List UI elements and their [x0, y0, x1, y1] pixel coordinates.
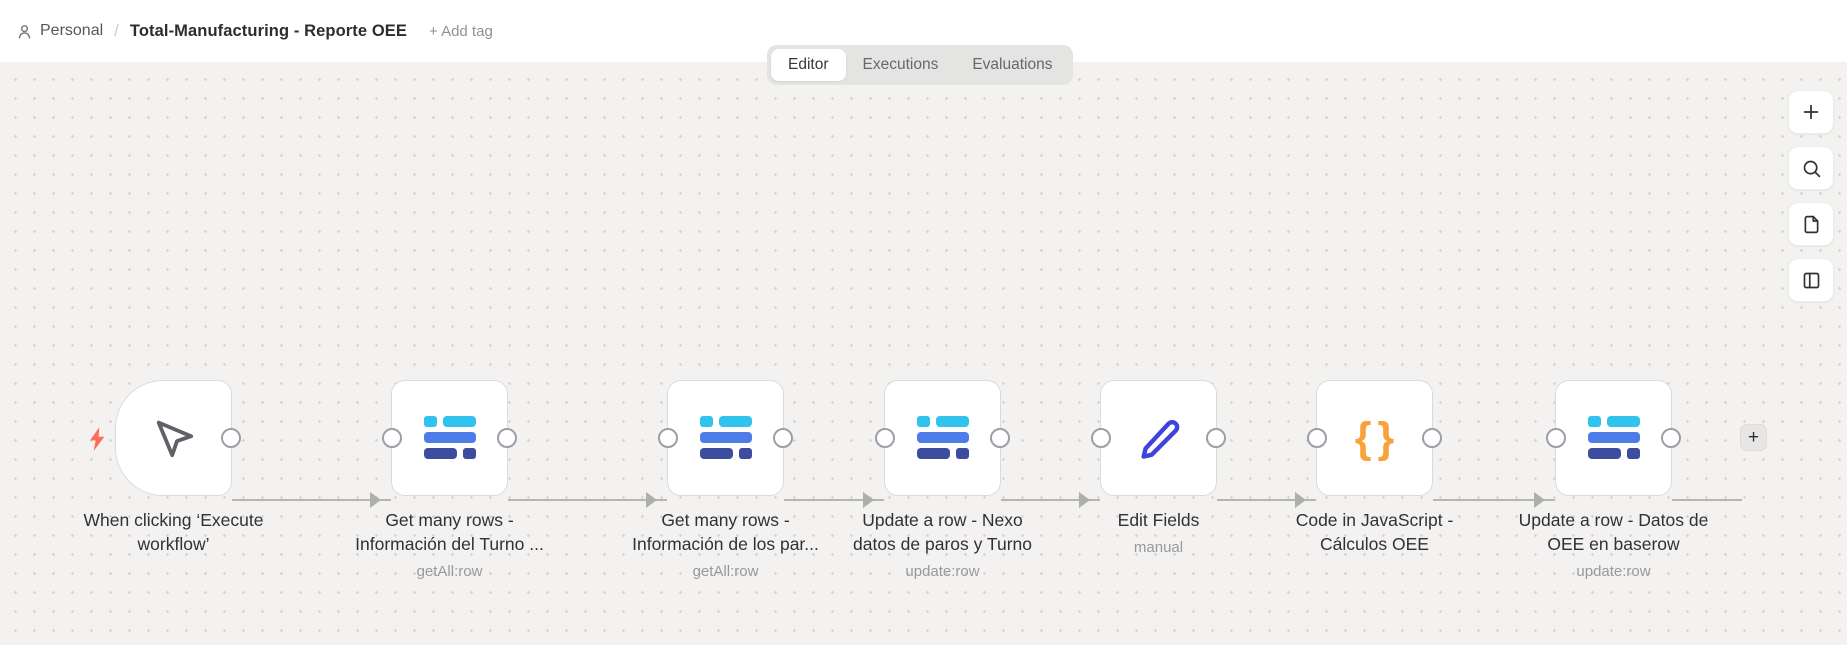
node-operation: getAll:row	[692, 563, 759, 580]
baserow-table-icon	[916, 416, 969, 460]
connection-line[interactable]	[1672, 499, 1742, 501]
node-operation: update:row	[905, 563, 980, 580]
node-baserow-get-rows-2[interactable]: Get many rows - Información de los par..…	[632, 380, 819, 580]
input-port[interactable]	[1091, 428, 1111, 448]
output-port[interactable]	[773, 428, 793, 448]
node-label: Code in JavaScript - Cálculos OEE	[1295, 510, 1454, 554]
node-code-javascript[interactable]: {} Code in JavaScript - Cálculos OEE	[1296, 380, 1453, 554]
breadcrumb-separator: /	[114, 21, 119, 40]
connection-line[interactable]	[1001, 499, 1100, 501]
workflow-canvas[interactable]: When clicking ‘Execute workflow’ Get man…	[0, 62, 1847, 645]
sticky-note-icon	[1801, 214, 1822, 235]
node-label: Edit Fields manual	[1009, 508, 1309, 560]
node-label: Update a row - Nexo datos de paros y Tur…	[793, 508, 1093, 584]
node-operation: manual	[1133, 539, 1184, 556]
node-box[interactable]: {}	[1307, 380, 1442, 496]
node-manual-trigger[interactable]: When clicking ‘Execute workflow’	[84, 380, 263, 554]
search-icon	[1801, 158, 1822, 179]
output-port[interactable]	[221, 428, 241, 448]
output-port[interactable]	[1206, 428, 1226, 448]
plus-icon	[1800, 101, 1822, 123]
connection-line[interactable]	[784, 499, 884, 501]
output-port[interactable]	[1661, 428, 1681, 448]
output-port[interactable]	[1422, 428, 1442, 448]
baserow-table-icon	[1587, 416, 1640, 460]
add-tag-button[interactable]: + Add tag	[428, 22, 493, 40]
workflow-title[interactable]: Total-Manufacturing - Reporte OEE	[129, 21, 407, 40]
node-label: Get many rows - Información del Turno ..…	[300, 508, 600, 584]
connection-arrowhead	[370, 492, 381, 508]
connection-arrowhead	[646, 492, 657, 508]
input-port[interactable]	[1307, 428, 1327, 448]
node-operation: getAll:row	[416, 563, 483, 580]
node-box[interactable]	[115, 380, 241, 496]
node-operation: update:row	[1576, 563, 1651, 580]
node-baserow-get-rows-1[interactable]: Get many rows - Información del Turno ..…	[355, 380, 544, 580]
add-node-button[interactable]: +	[1740, 424, 1767, 451]
tab-evaluations[interactable]: Evaluations	[972, 56, 1053, 73]
connection-arrowhead	[1079, 492, 1090, 508]
code-braces-icon: {}	[1354, 413, 1401, 462]
pencil-icon	[1136, 415, 1182, 461]
connection-arrowhead	[1295, 492, 1306, 508]
connection-arrowhead	[863, 492, 874, 508]
search-toolbar-button[interactable]	[1788, 146, 1834, 190]
node-box[interactable]	[658, 380, 793, 496]
breadcrumb: Personal / Total-Manufacturing - Reporte…	[16, 0, 493, 62]
baserow-table-icon	[423, 416, 476, 460]
connection-line[interactable]	[508, 499, 667, 501]
output-port[interactable]	[990, 428, 1010, 448]
panel-toggle-toolbar-button[interactable]	[1788, 258, 1834, 302]
input-port[interactable]	[875, 428, 895, 448]
tab-executions[interactable]: Executions	[862, 56, 939, 73]
node-box[interactable]	[1546, 380, 1681, 496]
connection-arrowhead	[1534, 492, 1545, 508]
mouse-pointer-icon	[151, 415, 197, 461]
output-port[interactable]	[497, 428, 517, 448]
add-node-toolbar-button[interactable]	[1788, 90, 1834, 134]
node-label: Get many rows - Información de los par..…	[576, 508, 876, 584]
tab-editor[interactable]: Editor	[771, 49, 846, 81]
connection-line[interactable]	[1217, 499, 1316, 501]
connection-line[interactable]	[232, 499, 391, 501]
node-baserow-update-row-1[interactable]: Update a row - Nexo datos de paros y Tur…	[853, 380, 1032, 580]
sticky-note-toolbar-button[interactable]	[1788, 202, 1834, 246]
node-label: Update a row - Datos de OEE en baserow u…	[1464, 508, 1764, 584]
node-box[interactable]	[1091, 380, 1226, 496]
node-edit-fields[interactable]: Edit Fields manual	[1091, 380, 1226, 556]
execute-trigger-bolt-icon	[86, 426, 108, 457]
node-label: When clicking ‘Execute workflow’	[83, 510, 264, 554]
input-port[interactable]	[658, 428, 678, 448]
canvas-side-toolbar	[1788, 90, 1834, 302]
input-port[interactable]	[382, 428, 402, 448]
input-port[interactable]	[1546, 428, 1566, 448]
person-icon	[16, 23, 33, 40]
connection-line[interactable]	[1433, 499, 1555, 501]
node-box[interactable]	[875, 380, 1010, 496]
breadcrumb-project[interactable]: Personal	[40, 22, 104, 39]
node-baserow-update-row-2[interactable]: Update a row - Datos de OEE en baserow u…	[1519, 380, 1708, 580]
baserow-table-icon	[699, 416, 752, 460]
split-panel-icon	[1801, 270, 1822, 291]
node-box[interactable]	[382, 380, 517, 496]
view-tabs: Editor Executions Evaluations	[767, 45, 1073, 85]
